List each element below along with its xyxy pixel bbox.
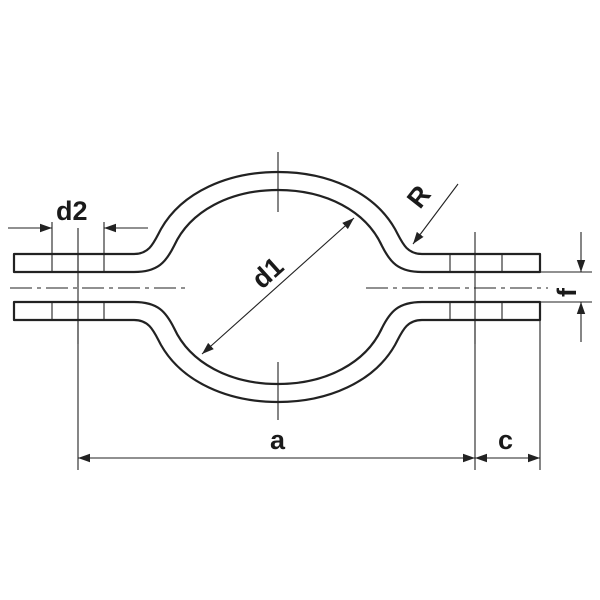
label-r: R <box>401 180 437 214</box>
label-f: f <box>552 287 582 297</box>
center-lines <box>10 152 548 420</box>
dimension-f: f <box>552 232 586 342</box>
dimension-radius: R <box>401 180 459 245</box>
dimension-d1: d1 <box>201 217 355 355</box>
dimension-a: a <box>78 425 475 463</box>
label-d1: d1 <box>246 251 289 294</box>
lower-clamp-half <box>12 300 542 404</box>
label-a: a <box>270 425 286 455</box>
dimension-c: c <box>475 425 540 463</box>
label-d2: d2 <box>56 196 88 226</box>
dimension-d2: d2 <box>8 196 148 233</box>
upper-clamp-half <box>12 170 542 274</box>
label-c: c <box>498 425 513 455</box>
